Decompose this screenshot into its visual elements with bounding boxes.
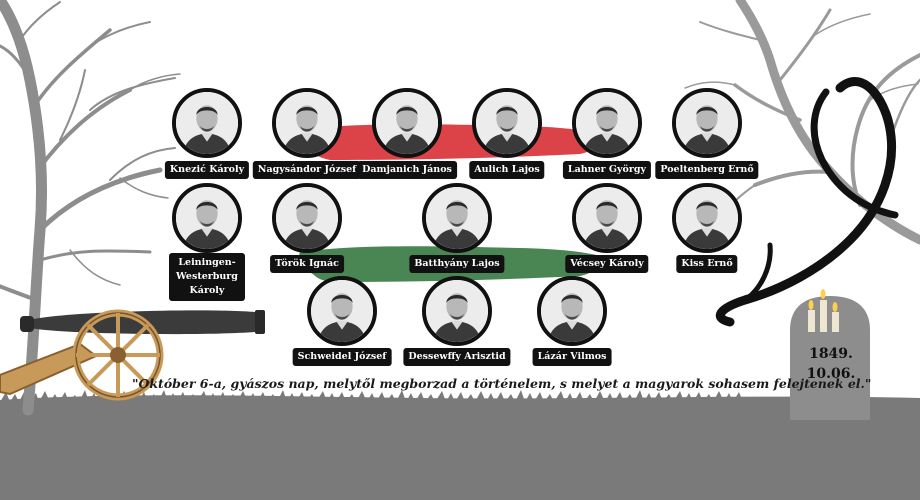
tree-left [0,0,181,416]
candles [808,289,839,332]
portrait-icon [576,187,638,249]
name-nagysandor: Nagysándor József [252,161,362,179]
portrait-batthyany [422,183,492,253]
portrait-icon [576,92,638,154]
portrait-icon [176,92,238,154]
portrait-icon [676,92,738,154]
name-dessewffy: Dessewffy Arisztid [403,348,511,366]
red-stripe [299,124,612,160]
name-lazar: Lázár Vilmos [532,348,612,366]
portrait-icon [426,187,488,249]
portrait-aulich [472,88,542,158]
portrait-icon [276,92,338,154]
portrait-torok [272,183,342,253]
tombstone-year: 1849. [809,346,853,362]
portrait-leiningen [172,183,242,253]
name-torok: Török Ignác [270,255,344,273]
portrait-kiss [672,183,742,253]
name-poeltenberg: Poeltenberg Ernő [655,161,759,179]
portrait-icon [476,92,538,154]
tombstone [790,289,870,420]
portrait-lahner [572,88,642,158]
grass-top [0,390,920,420]
portrait-lazar [537,276,607,346]
portrait-damjanich [372,88,442,158]
portrait-dessewffy [422,276,492,346]
name-vecsey: Vécsey Károly [565,255,649,273]
name-batthyany: Batthyány Lajos [409,255,505,273]
portrait-schweidel [307,276,377,346]
tombstone-date: 1849. 10.06. [796,344,866,384]
name-damjanich: Damjanich János [357,161,457,179]
name-leiningen: Leiningen-Westerburg Károly [169,253,245,301]
name-schweidel: Schweidel József [292,348,392,366]
portrait-icon [311,280,373,342]
black-ribbon [715,77,899,327]
portrait-vecsey [572,183,642,253]
portrait-nagysandor [272,88,342,158]
portrait-poeltenberg [672,88,742,158]
portrait-knezic [172,88,242,158]
portrait-icon [541,280,603,342]
name-lahner: Lahner György [562,161,652,179]
portrait-icon [276,187,338,249]
portrait-icon [376,92,438,154]
name-knezic: Knezić Károly [164,161,250,179]
portrait-icon [676,187,738,249]
cannon [0,309,265,401]
portrait-icon [426,280,488,342]
name-aulich: Aulich Lajos [469,161,545,179]
memorial-quote: "Október 6-a, gyászos nap, melytől megbo… [132,376,872,391]
portrait-icon [176,187,238,249]
tombstone-day: 10.06. [806,366,856,382]
name-kiss: Kiss Ernő [676,255,738,273]
ground [0,395,920,500]
